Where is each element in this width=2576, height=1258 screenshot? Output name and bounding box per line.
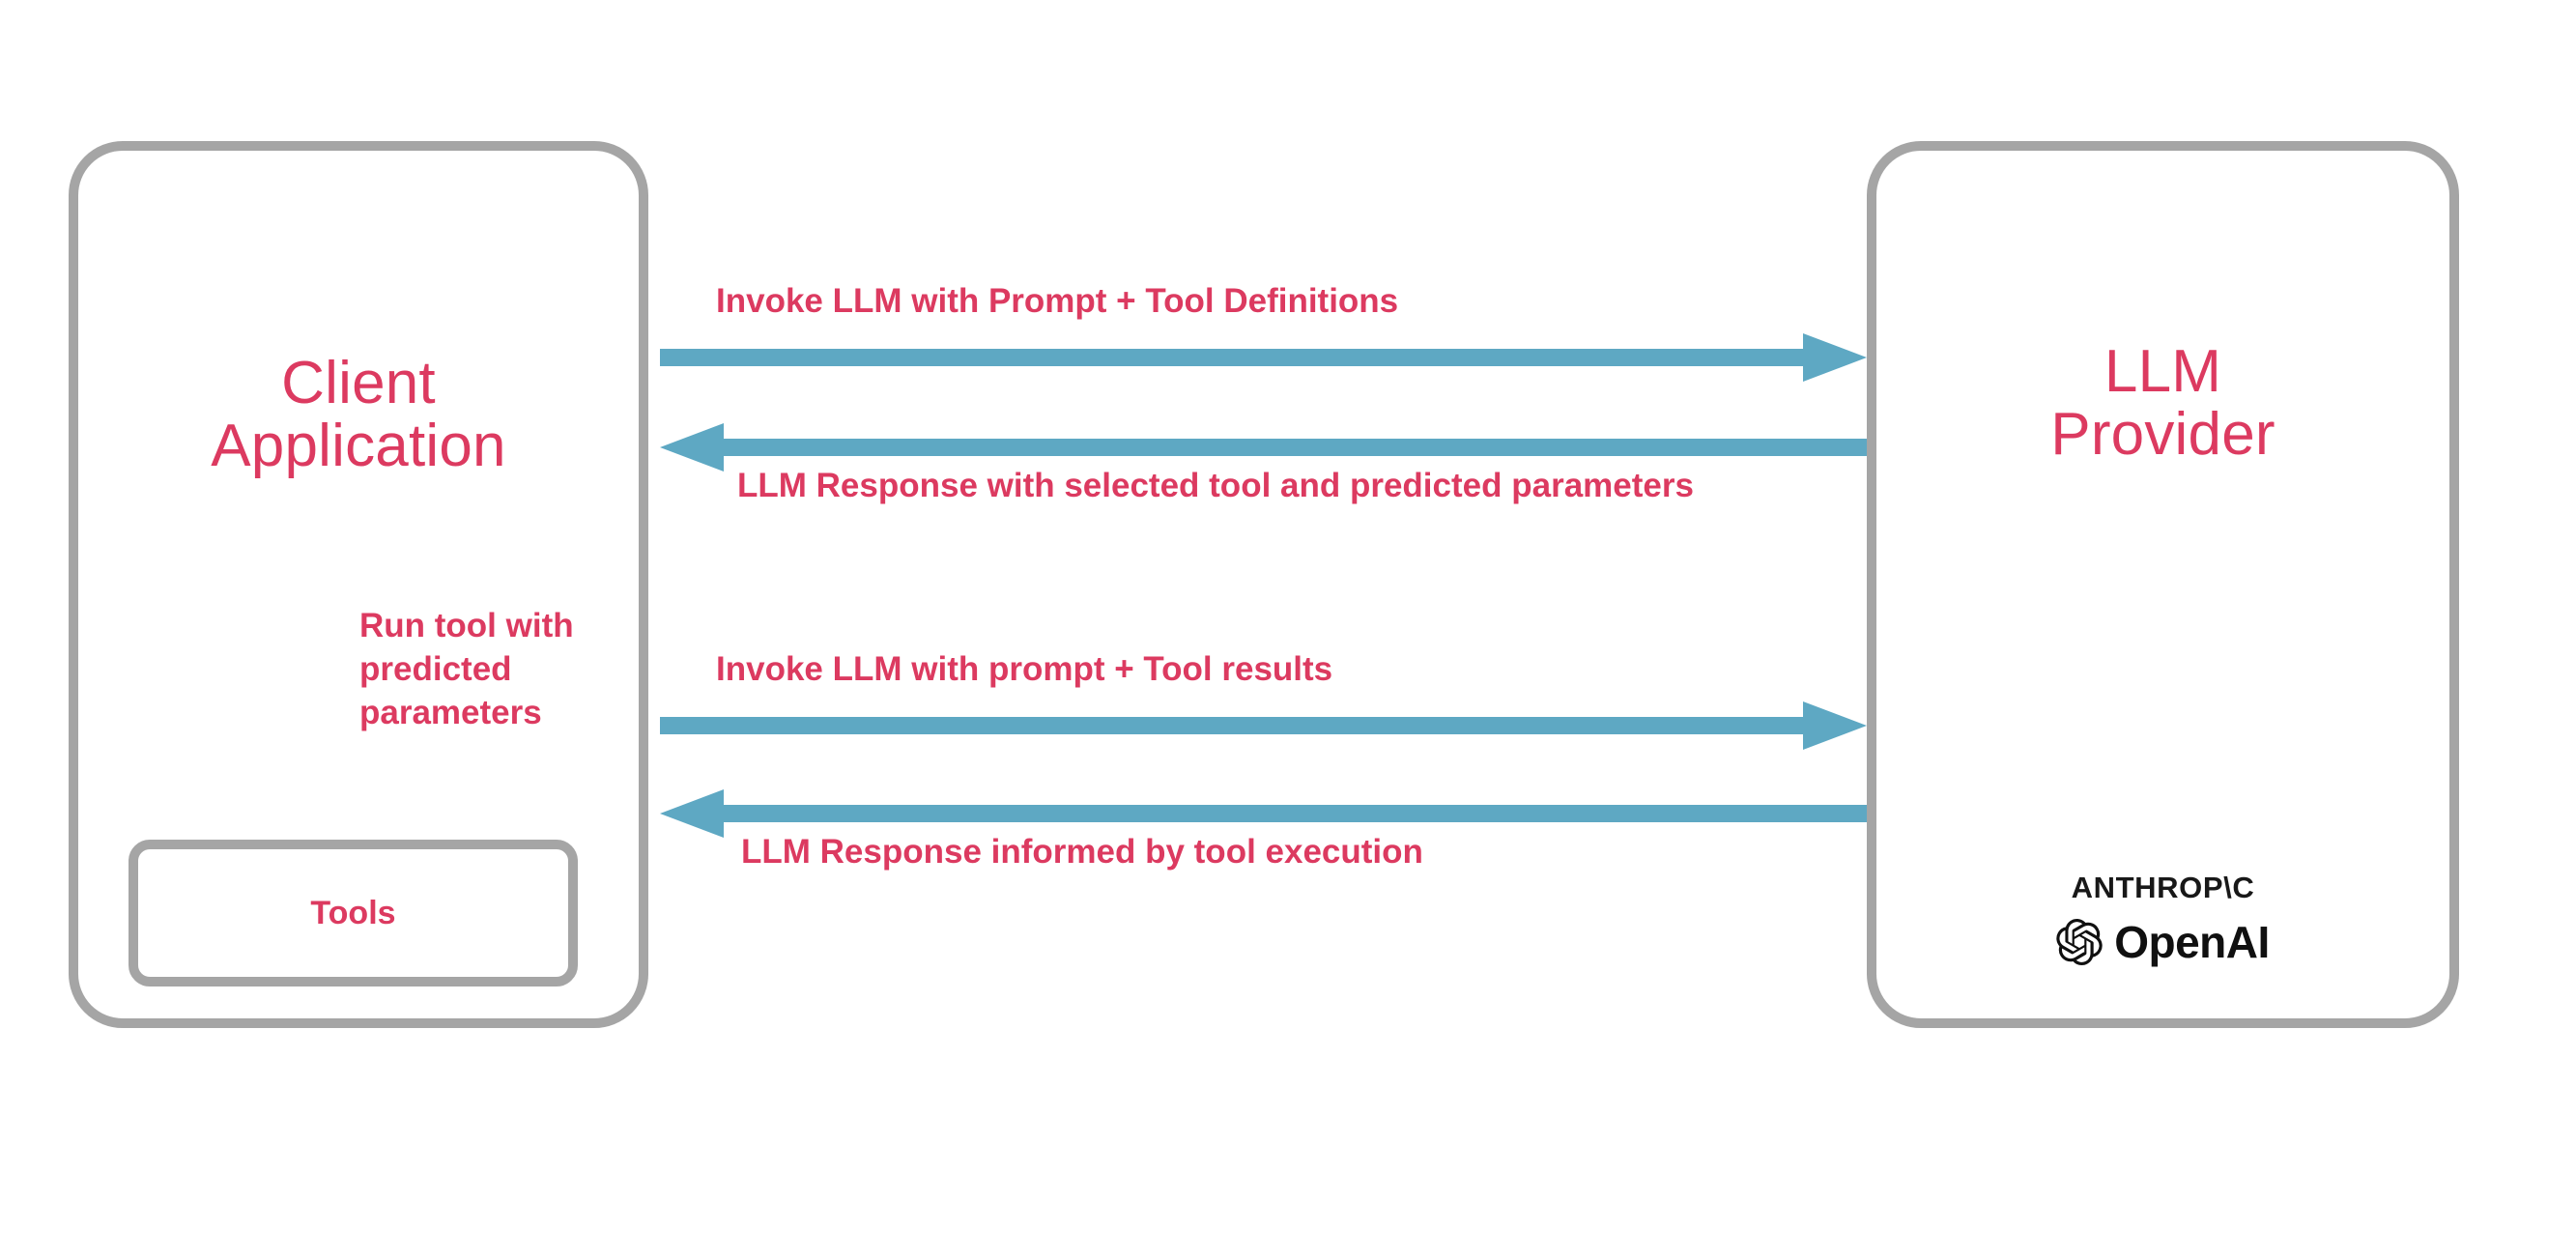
arrow-invoke-2 bbox=[660, 701, 1867, 750]
arrow-label-response-1: LLM Response with selected tool and pred… bbox=[737, 467, 1694, 504]
arrow-invoke-1 bbox=[660, 333, 1867, 382]
llm-provider-box: LLM Provider ANTHROP\C OpenAI bbox=[1867, 141, 2459, 1028]
client-application-title: Client Application bbox=[78, 352, 639, 477]
arrow-response-2 bbox=[660, 789, 1867, 838]
anthropic-wordmark-icon: ANTHROP\C bbox=[2071, 871, 2255, 904]
client-title-line-2: Application bbox=[211, 413, 506, 480]
tools-label: Tools bbox=[310, 895, 396, 931]
arrow-label-invoke-2: Invoke LLM with prompt + Tool results bbox=[716, 650, 1333, 688]
arrow-label-response-2: LLM Response informed by tool execution bbox=[741, 833, 1423, 871]
arrow-label-invoke-1: Invoke LLM with Prompt + Tool Definition… bbox=[716, 282, 1399, 320]
arrow-response-1 bbox=[660, 423, 1867, 472]
tools-box: Tools bbox=[129, 840, 578, 986]
openai-wordmark-label: OpenAI bbox=[2114, 917, 2270, 967]
provider-title-line-2: Provider bbox=[2050, 401, 2275, 469]
openai-logo-icon bbox=[2056, 919, 2103, 965]
llm-provider-title: LLM Provider bbox=[1876, 340, 2449, 466]
provider-title-line-1: LLM bbox=[2104, 338, 2222, 405]
openai-brand: OpenAI bbox=[1876, 919, 2449, 965]
arrow-label-run-tool: Run tool with predicted parameters bbox=[359, 607, 574, 731]
client-title-line-1: Client bbox=[281, 350, 436, 416]
